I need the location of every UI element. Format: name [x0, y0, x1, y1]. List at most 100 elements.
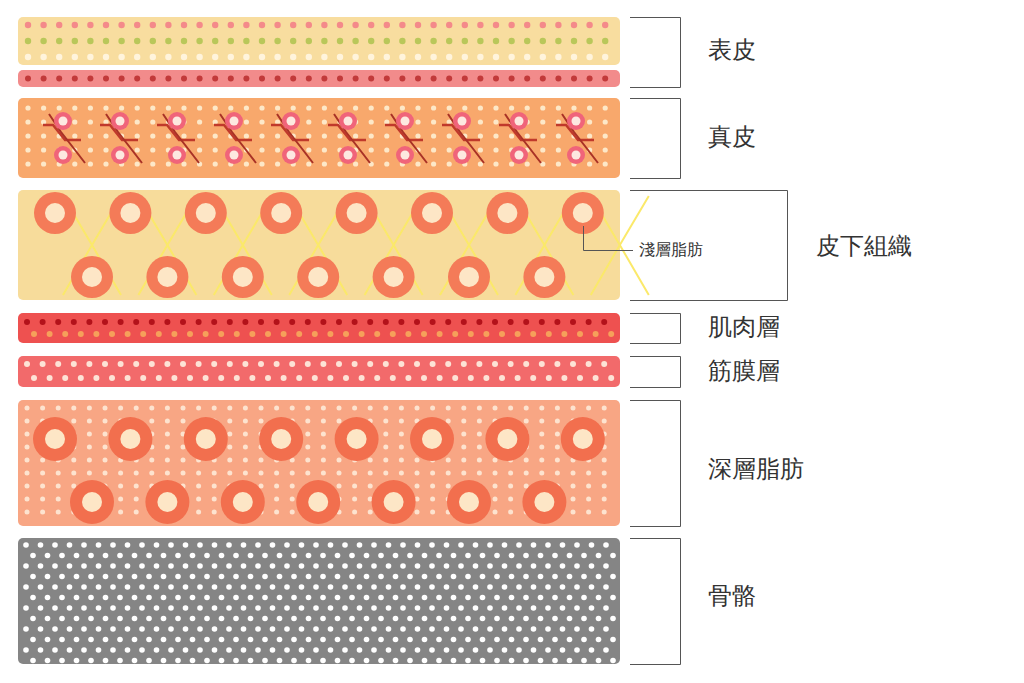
dot — [502, 605, 508, 611]
dot — [284, 563, 290, 569]
dot — [577, 375, 583, 381]
dot — [477, 458, 482, 463]
dot — [587, 161, 592, 166]
dot — [299, 605, 305, 611]
dot — [574, 647, 580, 653]
fat-cell-core — [458, 151, 467, 160]
dot — [306, 637, 312, 643]
dot — [364, 616, 370, 622]
dot — [67, 542, 73, 548]
dot — [262, 574, 268, 580]
fat-cell-core — [120, 429, 140, 449]
dot — [281, 331, 287, 337]
dot — [291, 616, 297, 622]
dot — [234, 375, 240, 381]
dot — [274, 484, 279, 489]
dot — [290, 54, 296, 60]
dot — [407, 637, 413, 643]
dot — [134, 38, 140, 44]
dot — [241, 542, 247, 548]
dot — [586, 471, 591, 476]
layer-label: 深層脂肪 — [708, 457, 804, 481]
dot — [608, 375, 614, 381]
fat-cell — [510, 146, 528, 164]
dot — [399, 445, 404, 450]
dot — [290, 406, 295, 411]
dot — [228, 54, 234, 60]
dot — [183, 605, 189, 611]
dot — [560, 542, 566, 548]
dot — [378, 574, 384, 580]
dot — [259, 161, 264, 166]
dot — [545, 584, 551, 590]
dot — [161, 574, 167, 580]
dot — [255, 563, 261, 569]
dot — [175, 658, 181, 664]
dot — [204, 595, 210, 601]
dot — [140, 331, 146, 337]
dot — [335, 574, 341, 580]
dot — [515, 331, 521, 337]
dot — [596, 553, 602, 559]
dot — [465, 616, 471, 622]
dot — [204, 637, 210, 643]
dot — [78, 331, 84, 337]
dot — [570, 319, 576, 325]
fat-cell — [34, 192, 76, 234]
dot — [259, 119, 264, 124]
dot — [41, 76, 47, 82]
dot — [523, 637, 529, 643]
dot — [478, 133, 483, 138]
dot — [508, 361, 514, 367]
dot — [567, 637, 573, 643]
dot — [135, 133, 140, 138]
dot — [30, 616, 36, 622]
dot — [538, 658, 544, 664]
fat-cell-core — [271, 429, 291, 449]
dot — [233, 553, 239, 559]
dot — [255, 647, 261, 653]
dot — [586, 319, 592, 325]
dot — [399, 419, 404, 424]
dot — [25, 147, 30, 152]
dot — [502, 626, 508, 632]
dot — [555, 38, 561, 44]
dot — [493, 484, 498, 489]
dot — [437, 375, 443, 381]
dot — [487, 584, 493, 590]
dot — [509, 105, 514, 110]
dot — [24, 361, 30, 367]
dot — [262, 637, 268, 643]
muscle-band — [18, 313, 620, 343]
dot — [40, 319, 46, 325]
dot — [125, 605, 131, 611]
dot — [296, 331, 302, 337]
dot — [299, 647, 305, 653]
dot — [290, 76, 296, 82]
dot — [508, 54, 514, 60]
dot — [524, 38, 530, 44]
dot — [493, 76, 499, 82]
dot — [523, 319, 529, 325]
dot — [213, 147, 218, 152]
dot — [586, 510, 591, 515]
dot — [539, 445, 544, 450]
fat-cell — [111, 112, 129, 130]
dot — [197, 133, 202, 138]
dot — [554, 361, 560, 367]
basal-band — [18, 70, 620, 87]
dot — [125, 584, 131, 590]
dot — [328, 626, 334, 632]
dot — [405, 375, 411, 381]
dot — [161, 658, 167, 664]
dot — [556, 161, 561, 166]
fat-cell-core — [157, 492, 177, 512]
layer-label: 皮下組織 — [816, 234, 912, 258]
fat-cell-core — [459, 267, 479, 287]
dot — [415, 38, 421, 44]
dot — [187, 331, 193, 337]
dot — [509, 574, 515, 580]
dot — [545, 605, 551, 611]
dot — [132, 616, 138, 622]
dot — [539, 319, 545, 325]
